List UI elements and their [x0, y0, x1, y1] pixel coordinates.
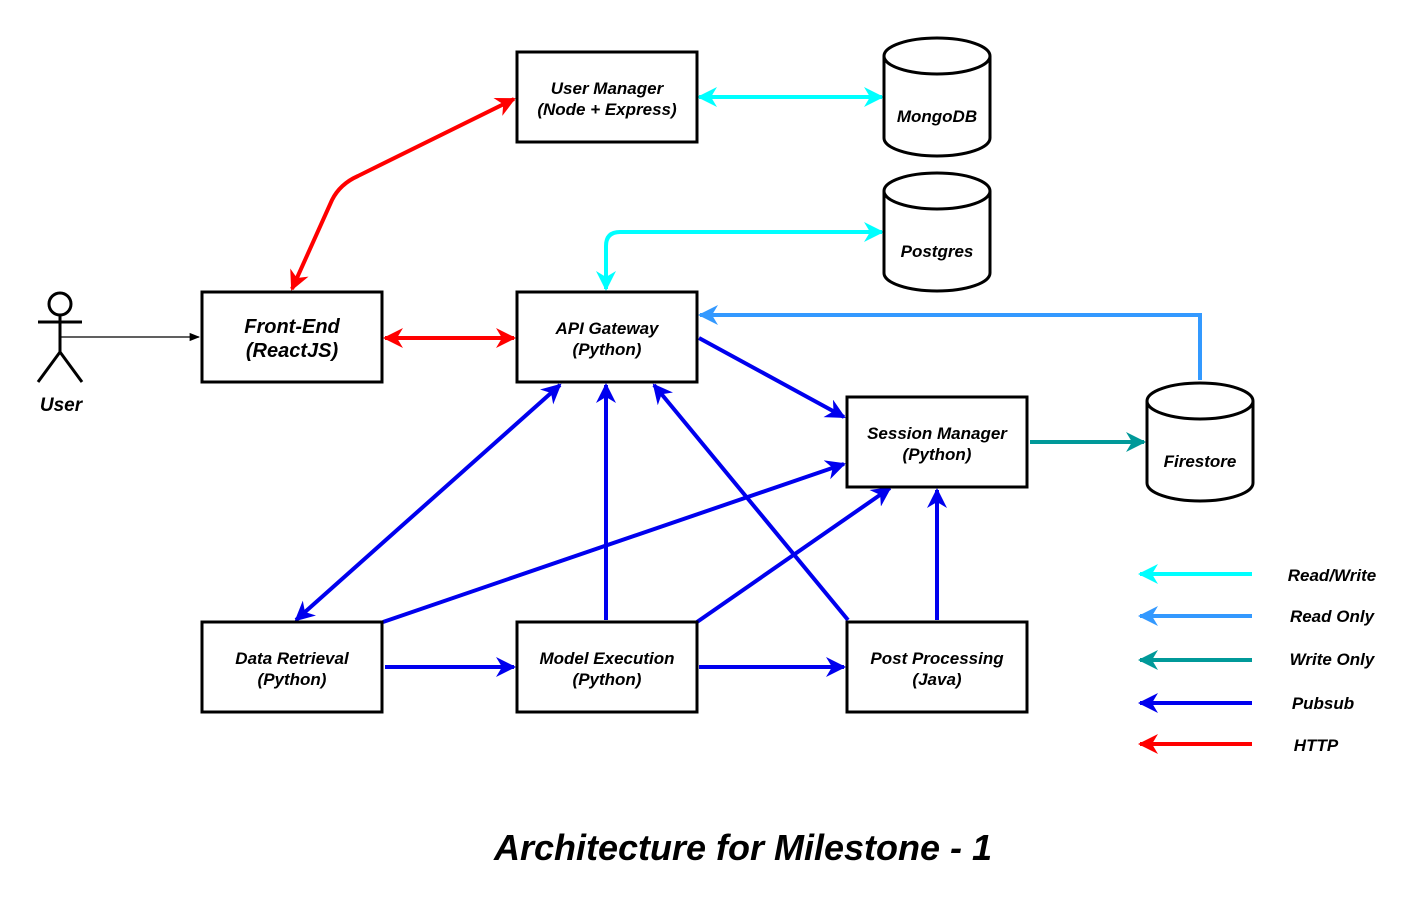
- db-label: MongoDB: [897, 107, 977, 126]
- node-model-execution: Model Execution (Python): [515, 620, 699, 714]
- edge-apigateway-dataretrieval: [294, 383, 562, 622]
- edge-apigateway-postgres: [596, 222, 884, 291]
- node-title: Session Manager: [867, 424, 1008, 443]
- node-title: User Manager: [551, 79, 665, 98]
- legend-label: HTTP: [1294, 736, 1339, 755]
- node-subtitle: (Java): [912, 670, 961, 689]
- node-session-manager: Session Manager (Python): [845, 395, 1029, 489]
- user-actor: [36, 291, 84, 383]
- node-api-gateway: API Gateway (Python): [515, 290, 699, 384]
- node-title: Data Retrieval: [235, 649, 350, 668]
- db-firestore: Firestore: [1145, 381, 1255, 503]
- node-subtitle: (Node + Express): [537, 100, 677, 119]
- database-icon: [882, 171, 992, 293]
- legend-item-http: HTTP: [1138, 734, 1339, 755]
- edge-modelexecution-sessionmanager: [695, 486, 892, 624]
- node-title: Model Execution: [539, 649, 674, 668]
- edge-dataretrieval-sessionmanager: [382, 460, 846, 624]
- legend-label: Read/Write: [1288, 566, 1377, 585]
- actor-label: User: [40, 395, 84, 416]
- edge-frontend-usermanager: [290, 97, 516, 291]
- node-title: API Gateway: [555, 319, 661, 338]
- legend-item-read-write: Read/Write: [1138, 564, 1377, 585]
- node-post-processing: Post Processing (Java): [845, 620, 1029, 714]
- actor-head-icon: [47, 291, 73, 317]
- node-user-manager: User Manager (Node + Express): [515, 50, 699, 144]
- legend: Read/Write Read Only Write Only Pubsub H…: [1138, 564, 1377, 755]
- db-label: Firestore: [1164, 452, 1237, 471]
- edge-postprocessing-apigateway: [652, 383, 850, 622]
- node-subtitle: (ReactJS): [246, 340, 339, 362]
- legend-item-write-only: Write Only: [1138, 650, 1376, 670]
- node-data-retrieval: Data Retrieval (Python): [200, 620, 384, 714]
- legend-item-pubsub: Pubsub: [1138, 693, 1354, 713]
- database-icon: [1145, 381, 1255, 503]
- db-postgres: Postgres: [882, 171, 992, 293]
- database-icon: [882, 36, 992, 158]
- node-title: Front-End: [244, 316, 340, 338]
- diagram-title: Architecture for Milestone - 1: [493, 827, 992, 868]
- node-subtitle: (Python): [903, 445, 972, 464]
- edge-firestore-apigateway: [698, 305, 1202, 380]
- legend-label: Pubsub: [1292, 694, 1354, 713]
- node-title: Post Processing: [870, 649, 1004, 668]
- node-subtitle: (Python): [258, 670, 327, 689]
- legend-label: Write Only: [1290, 650, 1376, 669]
- db-label: Postgres: [901, 242, 974, 261]
- legend-label: Read Only: [1290, 607, 1376, 626]
- node-subtitle: (Python): [573, 340, 642, 359]
- legend-item-read-only: Read Only: [1138, 606, 1376, 626]
- edge-apigateway-sessionmanager: [698, 336, 846, 419]
- node-front-end: Front-End (ReactJS): [200, 290, 384, 384]
- db-mongodb: MongoDB: [882, 36, 992, 158]
- node-subtitle: (Python): [573, 670, 642, 689]
